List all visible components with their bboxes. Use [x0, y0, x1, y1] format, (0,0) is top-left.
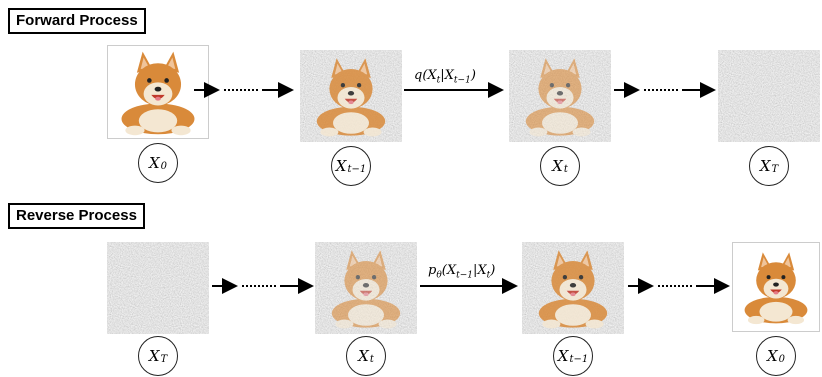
reverse-transition-label: pθ(Xt−1|Xt): [428, 263, 496, 281]
forward-image-xt: [509, 50, 611, 142]
reverse-image-xt: [315, 242, 417, 334]
reverse-connector-1: [212, 278, 314, 294]
forward-image-xt-1: [300, 50, 402, 142]
forward-transition-label: q(Xt|Xt−1): [414, 68, 476, 86]
reverse-connector-2: [628, 278, 730, 294]
reverse-process-title: Reverse Process: [8, 203, 145, 229]
forward-image-x0: [107, 45, 209, 139]
forward-process-title: Forward Process: [8, 8, 146, 34]
forward-image-xT: [718, 50, 820, 142]
forward-connector-1: [194, 82, 294, 98]
reverse-image-x0: [732, 242, 820, 332]
forward-connector-2: [614, 82, 716, 98]
reverse-image-xT: [107, 242, 209, 334]
forward-transition-arrow: [404, 82, 504, 98]
reverse-image-xt-1: [522, 242, 624, 334]
reverse-transition-arrow: [420, 278, 518, 294]
